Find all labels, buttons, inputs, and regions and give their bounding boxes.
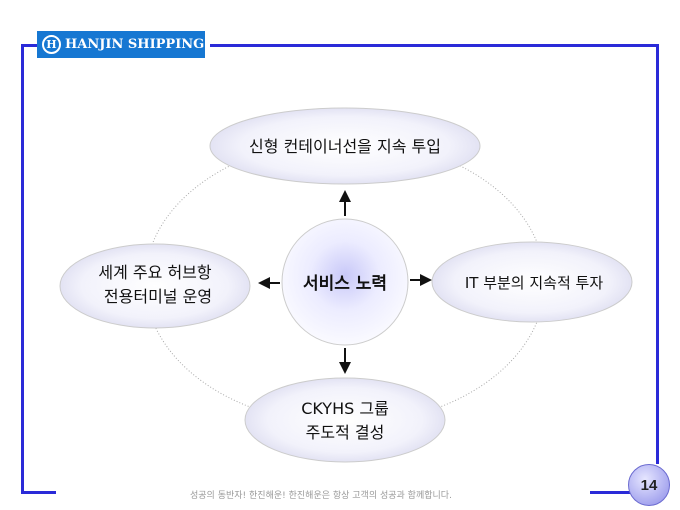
page-number-badge: 14 bbox=[628, 464, 670, 506]
logo-text: HANJIN SHIPPING bbox=[65, 37, 205, 52]
node-top-text: 신형 컨테이너선을 지속 투입 bbox=[249, 137, 441, 156]
node-right: IT 부분의 지속적 투자 bbox=[431, 241, 633, 323]
center-text: 서비스 노력 bbox=[303, 274, 387, 294]
frame-line bbox=[656, 44, 659, 464]
node-bottom-text: CKYHS 그룹 bbox=[301, 399, 389, 418]
frame-line bbox=[210, 44, 659, 47]
node-left-text: 세계 주요 허브항 bbox=[98, 263, 211, 282]
frame-line bbox=[21, 491, 56, 494]
footer-slogan: 성공의 동반자! 한진해운! 한진해운은 항상 고객의 성공과 함께합니다. bbox=[190, 491, 452, 501]
node-bottom-text: 주도적 결성 bbox=[306, 423, 385, 442]
frame-line bbox=[590, 491, 630, 494]
node-left-text: 전용터미널 운영 bbox=[104, 287, 212, 306]
logo-mark-icon: H bbox=[42, 35, 61, 54]
center-node: 서비스 노력 bbox=[281, 218, 409, 346]
frame-line bbox=[21, 44, 24, 494]
node-top: 신형 컨테이너선을 지속 투입 bbox=[209, 107, 481, 185]
node-right-text: IT 부분의 지속적 투자 bbox=[465, 274, 603, 292]
frame-line bbox=[22, 44, 37, 47]
hanjin-logo: H HANJIN SHIPPING bbox=[37, 31, 205, 58]
